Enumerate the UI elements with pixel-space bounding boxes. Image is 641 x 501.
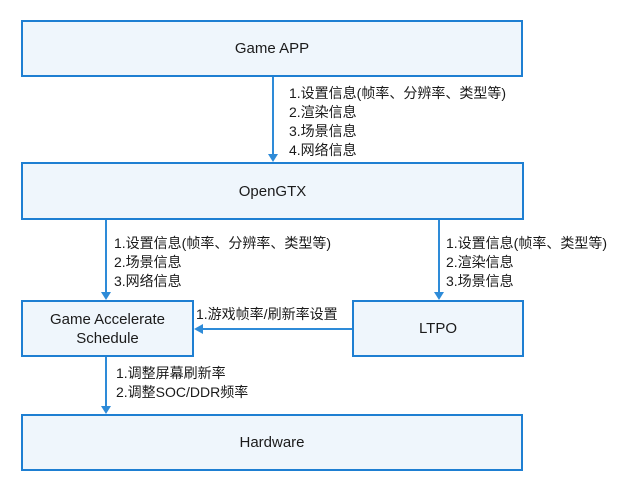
- arrowhead-down-icon: [434, 292, 444, 300]
- node-ltpo-label: LTPO: [418, 320, 458, 337]
- arrow-gas-to-hardware: [105, 357, 107, 406]
- node-game-app: Game APP: [21, 20, 523, 77]
- annotation-line: 1.设置信息(帧率、类型等): [446, 235, 607, 251]
- node-game-accelerate-schedule-label: Game Accelerate Schedule: [49, 310, 166, 347]
- arrow-ltpo-to-gas: [203, 328, 352, 330]
- node-opengtx: OpenGTX: [21, 162, 524, 220]
- annotation-line: 2.场景信息: [114, 254, 182, 270]
- annotation-line: 4.网络信息: [289, 142, 357, 158]
- node-hardware-label: Hardware: [239, 434, 305, 451]
- arrow-gameapp-to-opengtx: [272, 77, 274, 154]
- arrowhead-left-icon: [194, 324, 203, 334]
- node-game-accelerate-schedule: Game Accelerate Schedule: [21, 300, 194, 357]
- node-hardware: Hardware: [21, 414, 523, 471]
- annotation-line: 1.设置信息(帧率、分辨率、类型等): [289, 85, 506, 101]
- arrowhead-down-icon: [101, 292, 111, 300]
- annotation-opengtx-to-ltpo: 1.设置信息(帧率、类型等) 2.渲染信息 3.场景信息: [446, 234, 607, 291]
- annotation-line: 1.调整屏幕刷新率: [116, 365, 226, 381]
- arrowhead-down-icon: [268, 154, 278, 162]
- annotation-line: 1.游戏帧率/刷新率设置: [196, 306, 338, 322]
- annotation-gas-to-hardware: 1.调整屏幕刷新率 2.调整SOC/DDR频率: [116, 364, 248, 402]
- annotation-opengtx-to-gas: 1.设置信息(帧率、分辨率、类型等) 2.场景信息 3.网络信息: [114, 234, 331, 291]
- arrow-opengtx-to-ltpo: [438, 220, 440, 292]
- node-game-app-label: Game APP: [234, 40, 310, 57]
- annotation-line: 2.渲染信息: [446, 254, 514, 270]
- annotation-line: 2.渲染信息: [289, 104, 357, 120]
- annotation-app-to-opengtx: 1.设置信息(帧率、分辨率、类型等) 2.渲染信息 3.场景信息 4.网络信息: [289, 84, 506, 160]
- annotation-line: 3.场景信息: [289, 123, 357, 139]
- annotation-line: 1.设置信息(帧率、分辨率、类型等): [114, 235, 331, 251]
- annotation-line: 2.调整SOC/DDR频率: [116, 384, 249, 400]
- arrowhead-down-icon: [101, 406, 111, 414]
- annotation-line: 3.网络信息: [114, 273, 182, 289]
- arrow-opengtx-to-gas: [105, 220, 107, 292]
- node-ltpo: LTPO: [352, 300, 524, 357]
- annotation-line: 3.场景信息: [446, 273, 514, 289]
- annotation-ltpo-to-gas: 1.游戏帧率/刷新率设置: [196, 305, 338, 324]
- node-opengtx-label: OpenGTX: [238, 182, 307, 200]
